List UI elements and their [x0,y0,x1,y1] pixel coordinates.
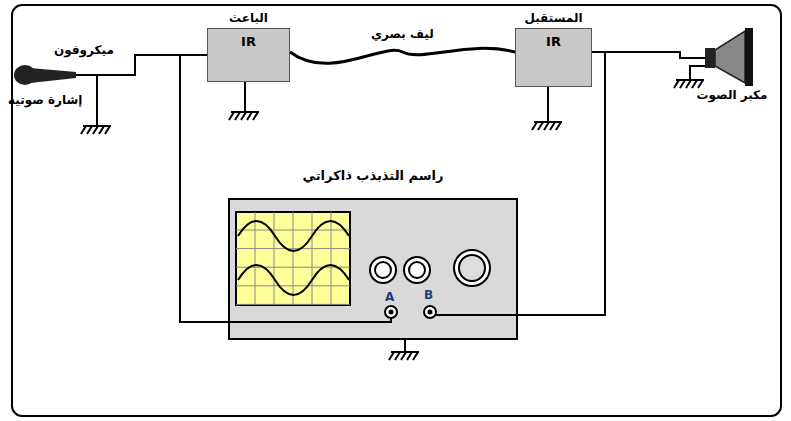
wire [518,52,605,315]
node-label: ميكروفون [54,43,114,57]
ground-symbol [389,340,419,360]
node-label: A [385,290,394,304]
ground-wire [690,66,705,78]
microphone: ميكروفونإشارة صوتيه [14,63,76,87]
node-label: إشارة صوتيه [8,93,82,107]
wire [592,52,705,58]
loudspeaker: مكبر الصوت [705,28,760,86]
wire [180,55,228,322]
receiver-box: المستقبلIR [515,28,592,87]
ground-symbols [81,66,705,360]
node-illustration [228,198,518,340]
transmitter-box: الباعثIR [207,28,290,82]
edge-label: ليف بصري [368,27,437,41]
ground-symbol [674,78,704,88]
ground-symbol [81,75,111,134]
outer-frame [12,5,781,416]
node-illustration [14,63,76,87]
wire [76,55,207,75]
optical-fiber [290,48,515,63]
oscilloscope: راسم التذبذب ذاكراتيAB [228,198,518,340]
node-label: راسم التذبذب ذاكراتي [228,168,518,184]
node-label: IR [208,34,289,50]
ground-symbol [229,82,259,120]
node-illustration [705,28,760,86]
node-label: IR [516,34,591,50]
node-label: المستقبل [516,11,591,25]
node-label: مكبر الصوت [687,88,777,102]
node-label: B [424,288,433,302]
node-label: الباعث [208,11,289,25]
ground-symbol [532,87,562,130]
